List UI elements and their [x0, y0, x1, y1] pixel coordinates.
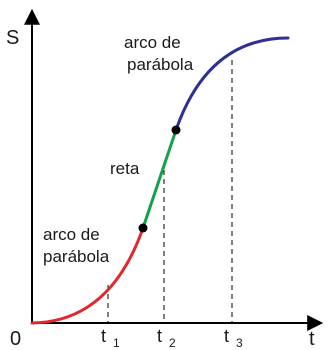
- x-axis-label: t: [309, 328, 315, 350]
- svg-text:parábola: parábola: [127, 55, 194, 74]
- annotation-middle-segment: reta: [110, 159, 140, 178]
- svg-text:1: 1: [113, 336, 120, 350]
- upper-parabola-arc: [174, 36, 290, 132]
- svg-text:3: 3: [236, 336, 243, 350]
- svg-text:arco de: arco de: [43, 225, 100, 244]
- svg-text:t: t: [101, 326, 106, 346]
- origin-label: 0: [10, 328, 21, 350]
- annotation-upper-arc: arco de parábola: [124, 33, 194, 74]
- svg-text:arco de: arco de: [124, 33, 181, 52]
- tick-label-t3: t 3: [224, 326, 243, 350]
- annotation-lower-arc: arco de parábola: [43, 225, 110, 266]
- svg-text:t: t: [157, 326, 162, 346]
- y-axis-label: S: [6, 27, 19, 49]
- junction-point-upper: [171, 125, 181, 135]
- svg-text:t: t: [224, 326, 229, 346]
- svg-text:2: 2: [169, 336, 176, 350]
- tick-label-t2: t 2: [157, 326, 176, 350]
- lower-parabola-arc: [30, 226, 145, 325]
- tick-label-t1: t 1: [101, 326, 120, 350]
- junction-point-lower: [138, 223, 148, 233]
- svg-text:parábola: parábola: [43, 247, 110, 266]
- straight-segment: [141, 128, 178, 230]
